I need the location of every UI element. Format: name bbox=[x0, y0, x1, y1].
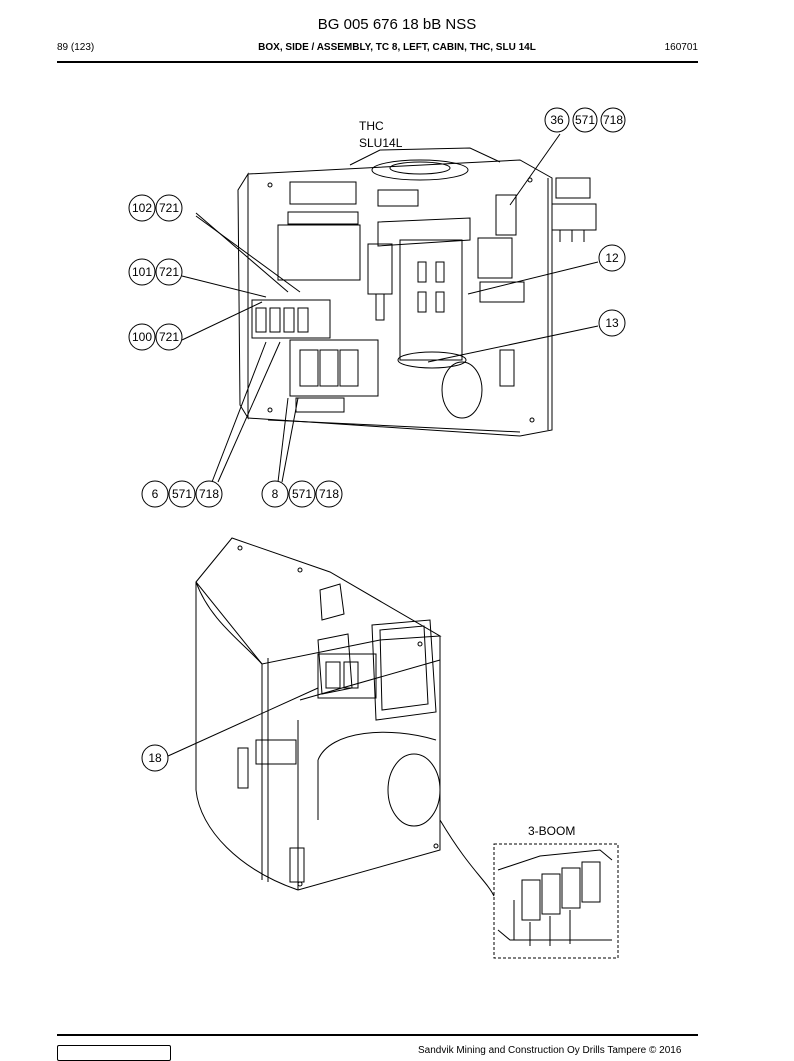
callout-6-part: 6 bbox=[152, 487, 159, 501]
header-rule bbox=[57, 61, 698, 63]
cabin-box-top-view bbox=[237, 147, 597, 437]
callout-102-part: 102 bbox=[132, 201, 152, 215]
leader-lines-top bbox=[181, 133, 599, 483]
document-code: 160701 bbox=[664, 42, 698, 53]
callout-100 bbox=[128, 323, 183, 351]
sandvik-logo bbox=[57, 1045, 171, 1061]
slu14l-label: SLU14L bbox=[359, 136, 403, 150]
callout-101 bbox=[128, 258, 183, 286]
callout-36-ref: 718 bbox=[603, 113, 623, 127]
document-title: BG 005 676 18 bB NSS bbox=[317, 16, 477, 33]
callout-12 bbox=[598, 244, 626, 272]
callout-36-part: 36 bbox=[550, 113, 564, 127]
callout-8-part: 8 bbox=[272, 487, 279, 501]
callout-18 bbox=[141, 744, 169, 772]
callout-13-part: 13 bbox=[605, 316, 619, 330]
page-number: 89 (123) bbox=[57, 42, 95, 53]
callout-6 bbox=[141, 480, 223, 508]
callout-101-ref: 721 bbox=[159, 265, 179, 279]
callout-102 bbox=[128, 194, 183, 222]
leader-line-detail bbox=[439, 819, 495, 897]
part-title: BOX, SIDE / ASSEMBLY, TC 8, LEFT, CABIN,… bbox=[258, 42, 536, 53]
callout-100-ref: 721 bbox=[159, 330, 179, 344]
callout-101-part: 101 bbox=[132, 265, 152, 279]
callout-8-qty: 571 bbox=[292, 487, 312, 501]
callout-8-ref: 718 bbox=[319, 487, 339, 501]
leader-line-18 bbox=[167, 687, 319, 757]
callout-100-part: 100 bbox=[132, 330, 152, 344]
callout-6-ref: 718 bbox=[199, 487, 219, 501]
thc-label: THC bbox=[359, 119, 384, 133]
three-boom-detail bbox=[493, 843, 619, 959]
callout-102-ref: 721 bbox=[159, 201, 179, 215]
callout-36 bbox=[544, 107, 626, 133]
three-boom-label: 3-BOOM bbox=[528, 824, 575, 838]
callout-8 bbox=[261, 480, 343, 508]
copyright-text: Sandvik Mining and Construction Oy Drill… bbox=[418, 1045, 682, 1056]
cabin-box-iso-view bbox=[195, 537, 442, 891]
footer-rule bbox=[57, 1034, 698, 1036]
callout-6-qty: 571 bbox=[172, 487, 192, 501]
callout-13 bbox=[598, 309, 626, 337]
callout-36-qty: 571 bbox=[575, 113, 595, 127]
callout-18-part: 18 bbox=[148, 751, 162, 765]
callout-12-part: 12 bbox=[605, 251, 619, 265]
